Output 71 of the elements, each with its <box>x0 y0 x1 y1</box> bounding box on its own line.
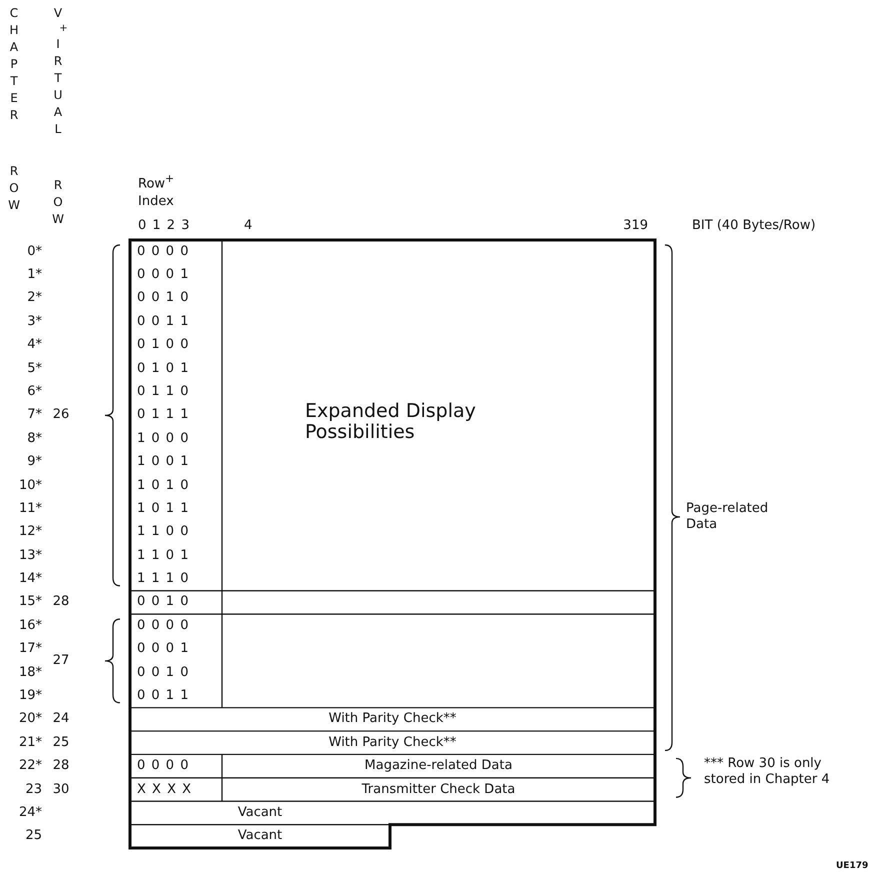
row-number: 25 <box>52 734 70 751</box>
row-number: 27 <box>52 652 70 669</box>
row-number: 25 <box>24 828 42 844</box>
cell-text: Vacant <box>236 804 284 821</box>
row-index-code: 0 0 1 0 <box>137 290 190 306</box>
row-number: 3* <box>26 314 42 330</box>
row-number: 28 <box>52 758 70 774</box>
row-index-code: 1 1 0 0 <box>137 524 190 540</box>
row-index-code: 0 1 1 1 <box>137 407 190 424</box>
row-index-code: 0 0 0 0 <box>137 618 190 634</box>
row-number: 8* <box>26 430 42 447</box>
row-number: 5* <box>26 360 42 377</box>
row-index-code: 1 0 1 1 <box>137 500 190 517</box>
row-number: 14* <box>18 571 42 588</box>
row-number: 18* <box>18 664 42 681</box>
row-index-code: 0 0 0 0 <box>137 244 190 260</box>
row-index-code: 1 0 0 0 <box>137 430 190 447</box>
row-index-code: 1 0 0 1 <box>137 454 190 470</box>
row-number: 15* <box>18 594 42 610</box>
row-number: 20* <box>18 711 42 728</box>
cell-text: Expanded Display Possibilities <box>305 401 477 444</box>
row-index-code: 0 0 0 0 <box>137 758 190 774</box>
row-index-code: 0 1 0 1 <box>137 360 190 377</box>
row-number: 17* <box>18 641 42 658</box>
row-number: 1* <box>26 267 42 284</box>
bit-number: 0 1 2 3 <box>138 218 190 234</box>
row-number: 16* <box>18 618 42 634</box>
row-index-code: 1 1 0 1 <box>137 548 190 564</box>
row-index-code: 0 0 1 1 <box>137 314 190 330</box>
row-number: 24* <box>18 804 42 821</box>
cell-text: Vacant <box>236 828 284 844</box>
row-number: 0* <box>26 244 42 260</box>
row-number: 23 <box>24 782 42 798</box>
vertical-heading: CHAPTER ROW <box>8 6 20 215</box>
row-number: 21* <box>18 734 42 751</box>
row-number: 2* <box>26 290 42 306</box>
row-index-code: 0 0 1 0 <box>137 664 190 681</box>
row-index-code: 0 1 0 0 <box>137 337 190 354</box>
cell-text: Transmitter Check Data <box>360 782 516 798</box>
row-number: 12* <box>18 524 42 540</box>
figure-code: UE179 <box>836 860 868 873</box>
row-index-code: 0 0 0 1 <box>137 267 190 284</box>
row-number: 22* <box>18 758 42 774</box>
bit-number: 319 <box>622 218 648 234</box>
cell-text: With Parity Check** <box>328 734 458 751</box>
row-index-code: 1 0 1 0 <box>137 478 190 494</box>
row-number: 30 <box>52 782 70 798</box>
row-index-code: X X X X <box>137 782 192 798</box>
cell-text: Magazine-related Data <box>364 758 514 774</box>
bracket-label: Page-related Data <box>686 500 770 533</box>
row-number: 4* <box>26 337 42 354</box>
row-number: 6* <box>26 384 42 400</box>
row-index-code: 0 1 1 0 <box>137 384 190 400</box>
row-number: 24 <box>52 711 70 728</box>
row-number: 19* <box>18 688 42 704</box>
column-heading: BIT (40 Bytes/Row) <box>692 218 816 234</box>
row-number: 26 <box>52 407 70 424</box>
column-heading: Row$^{+}$ Index <box>138 171 176 212</box>
row-index-code: 0 0 1 1 <box>137 688 190 704</box>
footnote: *** Row 30 is only stored in Chapter 4 <box>704 756 831 788</box>
cell-text: With Parity Check** <box>328 711 458 728</box>
row-number: 10* <box>18 478 42 494</box>
bit-number: 4 <box>244 218 252 234</box>
row-number: 9* <box>26 454 42 470</box>
row-index-code: 0 0 0 1 <box>137 641 190 658</box>
row-number: 13* <box>18 548 42 564</box>
row-number: 28 <box>52 594 70 610</box>
row-index-code: 0 0 1 0 <box>137 594 190 610</box>
row-number: 7* <box>26 407 42 424</box>
row-index-code: 1 1 1 0 <box>137 571 190 588</box>
row-number: 11* <box>18 500 42 517</box>
